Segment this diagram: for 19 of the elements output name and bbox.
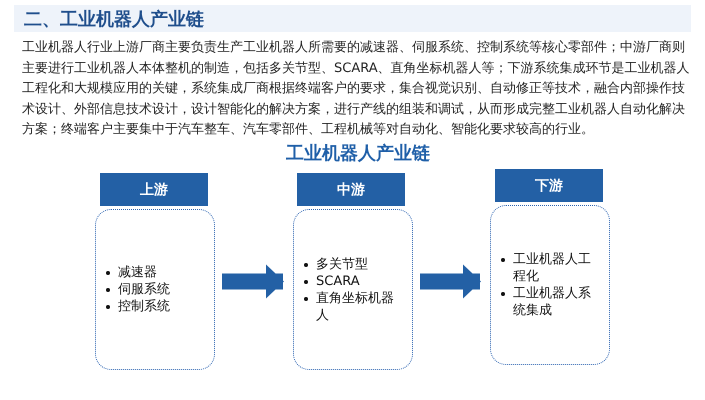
list-box — [95, 209, 215, 370]
block-arrow — [222, 264, 284, 298]
stage-header: 中游 — [297, 173, 405, 206]
list-box — [490, 205, 610, 365]
list-item: 工业机器人工程化 — [513, 252, 591, 284]
list-item: 工业机器人系统集成 — [513, 286, 591, 318]
diagram-title: 工业机器人产业链 — [285, 142, 431, 165]
list-item: 伺服系统 — [118, 282, 170, 297]
section-heading: 二、工业机器人产业链 — [14, 5, 691, 32]
list-item: 控制系统 — [118, 299, 170, 314]
list-item: 直角坐标机器人 — [316, 290, 394, 322]
list-item: 多关节型 — [316, 256, 368, 272]
list-item: SCARA — [316, 274, 360, 288]
list-box — [293, 209, 413, 370]
stage-header: 上游 — [100, 173, 208, 206]
list-item: 减速器 — [118, 265, 157, 280]
description-paragraph: 工业机器人行业上游厂商主要负责生产工业机器人所需要的减速器、伺服系统、控制系统等核心零部件；中游厂商则主要进行工业机器人本体整机的制造，包括多关节型、SCARA、直角坐标机器人等；下游系统集成环节是工业机器人工程化和大规模应用的关键，系统集成厂商根据终端客户的要求，集合视觉识别、自动修正等技术，融合内部操作技术设计、外部信息技术设计，设计智能化的解决方案，进行产线的组装和调试，从而形成完整工业机器人自动化解决方案；终端客户主要集中于汽车整车、汽车零部件、工程机械等对自动化、智能化要求较高的行业。 — [22, 39, 690, 139]
stage-header: 下游 — [495, 169, 603, 202]
block-arrow — [420, 264, 481, 298]
